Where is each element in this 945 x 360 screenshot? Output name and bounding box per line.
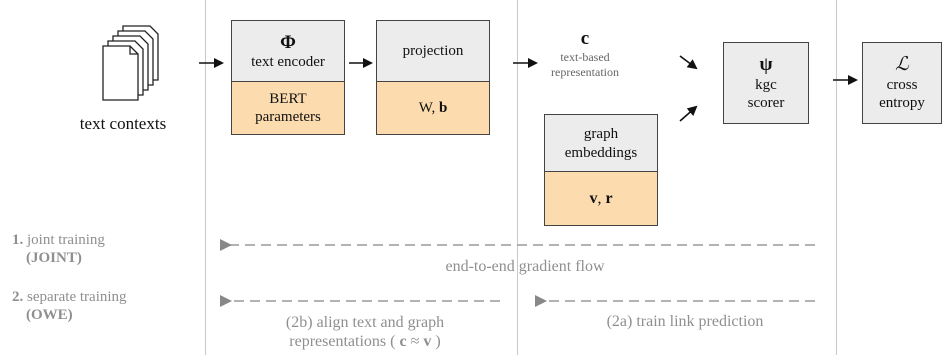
graph-embeddings-box: graph embeddings	[544, 114, 658, 172]
psi-symbol: ψ	[759, 54, 773, 75]
parameters-label: parameters	[255, 109, 321, 125]
w-param: W,	[418, 99, 439, 116]
graph-params: v, r	[589, 190, 612, 208]
embeddings-label: embeddings	[564, 144, 638, 161]
representation-label: c text-based representation	[535, 24, 635, 84]
align-v: v	[423, 333, 432, 350]
kgc-scorer-box: ψ kgc scorer	[723, 42, 809, 124]
c-symbol: c	[580, 28, 590, 49]
align-flow-label: (2b) align text and graph representation…	[230, 313, 500, 351]
representation-text: representation	[551, 65, 619, 79]
text-contexts-text: text contexts	[79, 114, 167, 133]
v-param: v	[589, 189, 598, 207]
projection-params: W, b	[419, 100, 448, 117]
param-sep: ,	[597, 189, 606, 207]
joint-num: 1.	[12, 232, 24, 248]
separate-tag: (OWE)	[26, 307, 73, 323]
arrow-c-to-scorer	[679, 55, 698, 70]
align-c: c	[399, 333, 407, 350]
joint-tag: (JOINT)	[26, 250, 82, 266]
projection-label: projection	[402, 43, 464, 59]
joint-flow-text: end-to-end gradient flow	[445, 258, 605, 275]
scorer-label: scorer	[747, 95, 785, 111]
joint-training-label: 1. joint training (JOINT)	[12, 231, 202, 267]
link-prediction-text: (2a) train link prediction	[606, 313, 764, 330]
joint-text: joint training	[23, 232, 105, 248]
align-line1: (2b) align text and graph	[285, 314, 445, 331]
arrow-graph-to-scorer	[679, 105, 698, 122]
graph-label: graph	[583, 125, 619, 142]
kgc-label: kgc	[755, 77, 777, 93]
text-based-label: text-based	[560, 50, 610, 64]
cross-label: cross	[886, 77, 918, 93]
separate-num: 2.	[12, 289, 24, 305]
projection-parameters-box: W, b	[376, 81, 490, 135]
separate-training-label: 2. separate training (OWE)	[12, 288, 202, 324]
separate-text: separate training	[23, 289, 127, 305]
bert-label: BERT	[269, 91, 307, 107]
phi-symbol: Φ	[280, 32, 296, 53]
text-encoder-box: Φ text encoder	[231, 20, 345, 82]
bert-parameters-box: BERT parameters	[231, 81, 345, 135]
b-param: b	[438, 99, 448, 116]
divider-line-3	[836, 0, 837, 355]
graph-parameters-box: v, r	[544, 171, 658, 226]
r-param: r	[605, 189, 613, 207]
entropy-label: entropy	[879, 95, 925, 111]
divider-line-2	[517, 0, 518, 355]
text-encoder-label: text encoder	[251, 54, 325, 70]
align-approx: ≈	[406, 333, 424, 350]
projection-box: projection	[376, 20, 490, 82]
link-prediction-label: (2a) train link prediction	[555, 313, 815, 331]
loss-symbol: ℒ	[895, 54, 909, 75]
align-post: )	[431, 333, 441, 350]
align-line2: representations ( c ≈ v )	[230, 332, 500, 351]
align-pre: representations (	[289, 333, 400, 350]
divider-line-1	[205, 0, 206, 355]
joint-flow-label: end-to-end gradient flow	[410, 258, 640, 276]
text-contexts-label: text contexts	[68, 112, 178, 136]
cross-entropy-box: ℒ cross entropy	[862, 42, 942, 124]
